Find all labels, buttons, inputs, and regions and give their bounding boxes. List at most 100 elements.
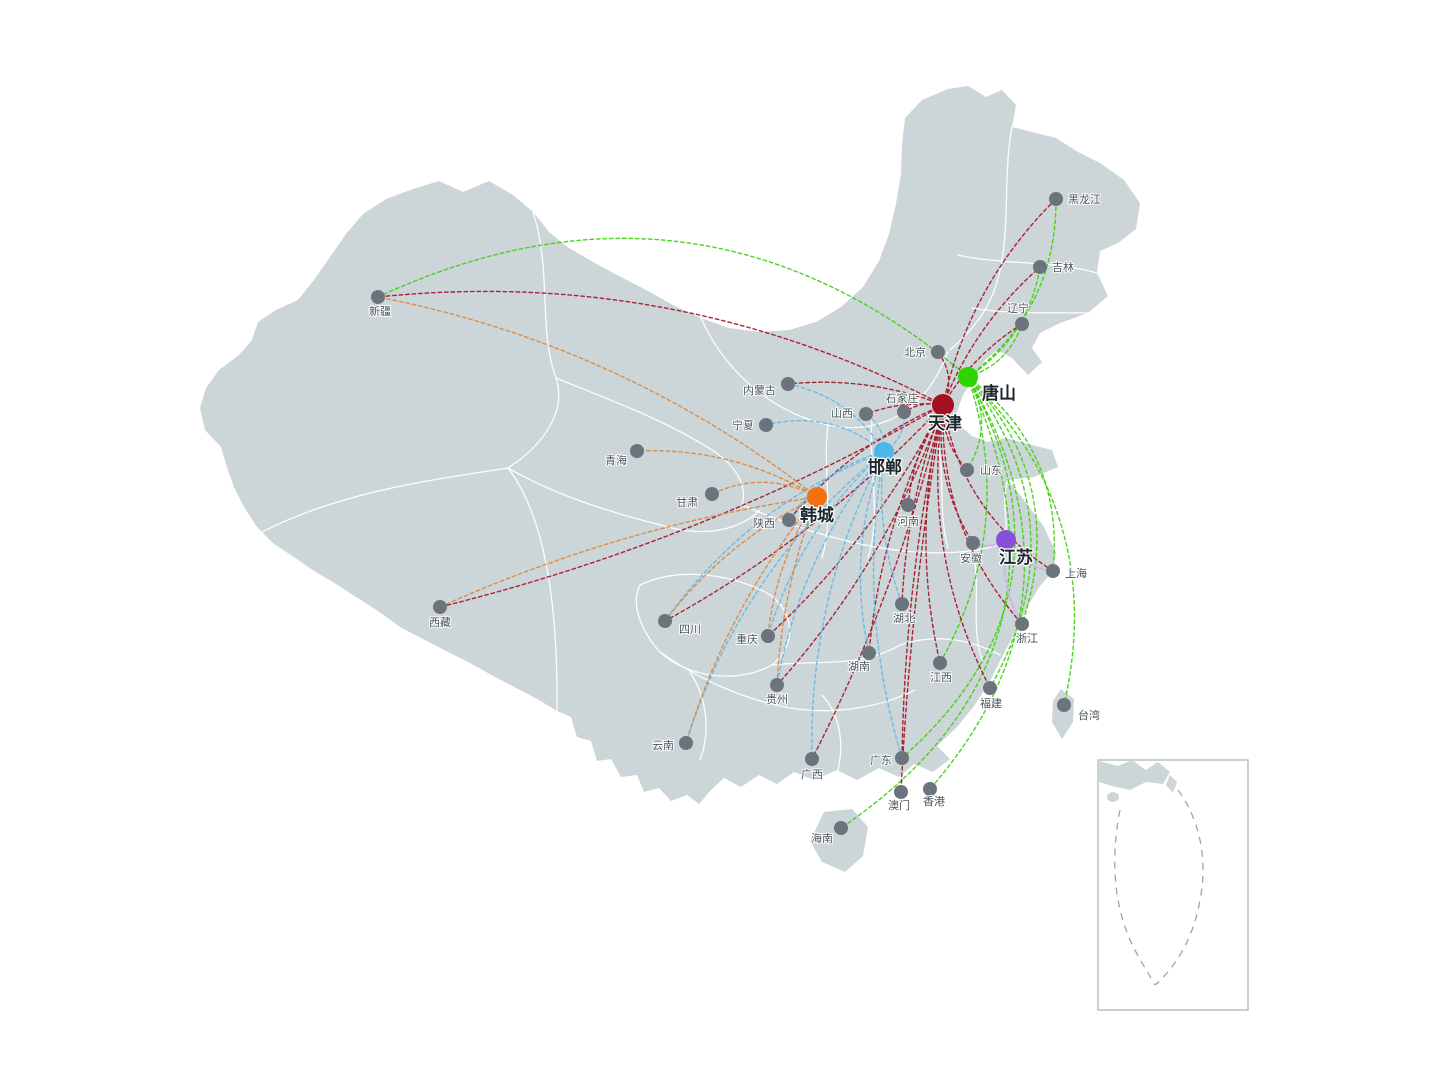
flow-edge-hancheng <box>439 496 818 608</box>
flow-edge-handan <box>664 451 885 622</box>
flow-edge-handan <box>765 419 885 453</box>
province-node <box>781 377 795 391</box>
province-label: 浙江 <box>1016 632 1038 645</box>
province-node <box>862 646 876 660</box>
nine-dash-line-west <box>1114 809 1156 986</box>
hub-node-tangshan <box>958 367 978 387</box>
flow-edge-tianjin <box>439 404 944 608</box>
hub-label-tangshan: 唐山 <box>982 383 1016 404</box>
flow-edge-tianjin <box>811 404 944 760</box>
province-node <box>1049 192 1063 206</box>
province-node <box>834 821 848 835</box>
inset-mainland-coast <box>1099 760 1170 790</box>
province-node <box>705 487 719 501</box>
hub-label-handan: 邯郸 <box>868 457 902 478</box>
province-node <box>895 751 909 765</box>
flow-edge-handan <box>859 451 885 654</box>
landmass <box>200 86 1140 872</box>
flow-edge-handan <box>872 451 903 759</box>
province-label: 青海 <box>605 453 627 467</box>
taiwan-island <box>1052 689 1074 739</box>
flow-edge-handan <box>880 451 903 605</box>
province-label: 安徽 <box>960 551 982 565</box>
province-label: 台湾 <box>1078 708 1100 722</box>
flow-edge-tianjin <box>776 404 944 686</box>
province-label: 海南 <box>811 831 833 845</box>
flow-edge-tianjin <box>900 404 944 793</box>
province-label: 澳门 <box>888 798 910 812</box>
province-label: 新疆 <box>369 304 391 318</box>
province-label: 贵州 <box>766 693 788 706</box>
province-label: 辽宁 <box>1007 301 1029 315</box>
flow-edge-tangshan <box>967 376 1032 689</box>
province-node <box>805 752 819 766</box>
province-label: 广东 <box>870 754 892 767</box>
flow-edge-tianjin <box>664 404 944 622</box>
flow-edge-handan <box>776 451 885 686</box>
province-label: 陕西 <box>753 516 775 530</box>
flow-edge-tianjin <box>942 404 1023 625</box>
hub-label-jiangsu: 江苏 <box>999 547 1033 568</box>
province-label: 石家庄 <box>886 391 919 405</box>
flow-edge-hancheng <box>377 296 818 498</box>
province-nodes-layer <box>371 192 1071 835</box>
province-label: 四川 <box>679 623 701 636</box>
province-label: 西藏 <box>429 616 451 629</box>
province-node <box>933 656 947 670</box>
province-label: 甘肃 <box>676 496 698 509</box>
province-node <box>894 785 908 799</box>
flow-edge-tangshan <box>966 376 983 471</box>
province-label: 湖北 <box>893 612 915 625</box>
flow-edge-tangshan <box>967 376 1038 625</box>
flow-edge-tianjin <box>937 351 950 406</box>
province-label: 内蒙古 <box>743 383 776 397</box>
province-label: 北京 <box>904 345 926 359</box>
flow-edge-handan <box>767 451 885 637</box>
flow-edge-tangshan <box>967 376 1076 706</box>
nine-dash-line-east <box>1154 789 1204 986</box>
flow-edge-tianjin <box>787 381 944 406</box>
flow-edge-tangshan <box>939 376 988 664</box>
province-label: 宁夏 <box>732 418 754 432</box>
province-node <box>1015 617 1029 631</box>
flow-edge-tangshan <box>929 376 1025 790</box>
province-label: 云南 <box>652 739 674 752</box>
province-label: 黑龙江 <box>1068 193 1101 206</box>
province-node <box>630 444 644 458</box>
province-node <box>782 513 796 527</box>
hub-label-hancheng: 韩城 <box>800 505 834 526</box>
hainan-island <box>810 809 868 872</box>
flow-edge-tianjin <box>901 404 944 605</box>
province-label: 重庆 <box>736 632 758 646</box>
flow-edge-handan <box>811 451 885 760</box>
flow-edge-tangshan <box>967 376 1055 572</box>
flow-edge-hancheng <box>636 450 818 498</box>
flow-edge-tianjin <box>942 404 1054 572</box>
province-label: 山东 <box>980 464 1002 477</box>
province-node <box>1057 698 1071 712</box>
province-label: 上海 <box>1065 566 1087 580</box>
flow-edge-hancheng <box>776 496 818 686</box>
province-node <box>923 782 937 796</box>
province-node <box>960 463 974 477</box>
province-label: 广西 <box>801 768 823 781</box>
inset-frame <box>1097 759 1249 1011</box>
inset-hainan <box>1107 792 1119 802</box>
flow-edge-tianjin <box>942 266 1041 406</box>
inset-taiwan <box>1166 775 1177 793</box>
flow-edges-layer <box>377 198 1076 829</box>
province-node <box>1033 260 1047 274</box>
province-node <box>371 290 385 304</box>
province-labels-layer: 新疆黑龙江吉林辽宁北京内蒙古石家庄山西宁夏青海甘肃陕西山东河南安徽上海西藏四川重… <box>368 192 1102 846</box>
province-borders <box>261 126 1098 771</box>
hub-node-jiangsu <box>996 530 1016 550</box>
province-node <box>1015 317 1029 331</box>
province-label: 香港 <box>923 795 945 808</box>
province-label: 河南 <box>897 515 919 528</box>
province-node <box>770 678 784 692</box>
hub-node-tianjin <box>932 394 954 416</box>
province-node <box>679 736 693 750</box>
